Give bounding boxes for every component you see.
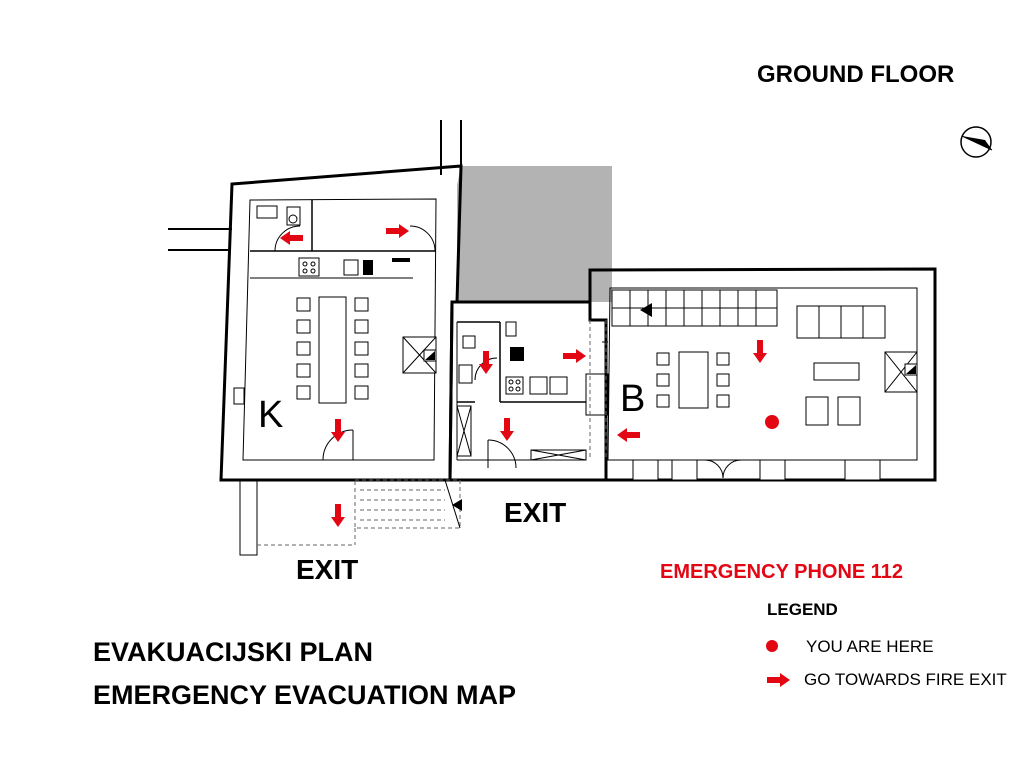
plan-title-english: EMERGENCY EVACUATION MAP xyxy=(93,680,516,710)
plan-title-local: EVAKUACIJSKI PLAN xyxy=(93,637,373,667)
exit-label-middle: EXIT xyxy=(504,497,566,528)
exit-arrow-icon xyxy=(331,504,345,527)
legend: LEGEND YOU ARE HERE GO TOWARDS FIRE EXIT xyxy=(766,600,1007,689)
you-are-here-marker xyxy=(765,415,779,429)
exterior-stairs xyxy=(257,479,462,546)
exit-arrow-icon xyxy=(331,419,345,442)
legend-item-you-are-here: YOU ARE HERE xyxy=(806,637,934,656)
floor-title: GROUND FLOOR xyxy=(757,61,954,88)
legend-title: LEGEND xyxy=(767,600,838,619)
room-b xyxy=(588,267,937,482)
courtyard-area xyxy=(457,166,612,302)
exterior-walls xyxy=(168,120,462,556)
emergency-phone: EMERGENCY PHONE 112 xyxy=(660,561,903,583)
red-arrow-icon xyxy=(767,673,790,687)
exit-label-left: EXIT xyxy=(296,554,358,585)
exit-arrow-icon xyxy=(280,231,303,245)
room-label-b: B xyxy=(620,378,645,420)
exit-arrow-icon xyxy=(479,351,493,374)
exit-arrow-icon xyxy=(563,349,586,363)
red-dot-icon xyxy=(766,640,778,652)
exit-arrow-icon xyxy=(386,224,409,238)
north-compass-icon xyxy=(960,126,993,158)
exit-arrow-icon xyxy=(500,418,514,441)
exit-arrow-icon xyxy=(753,340,767,363)
exit-arrow-icon xyxy=(617,428,640,442)
middle-section xyxy=(448,300,609,482)
room-label-k: K xyxy=(258,394,283,436)
legend-item-go-towards-exit: GO TOWARDS FIRE EXIT xyxy=(804,670,1007,689)
